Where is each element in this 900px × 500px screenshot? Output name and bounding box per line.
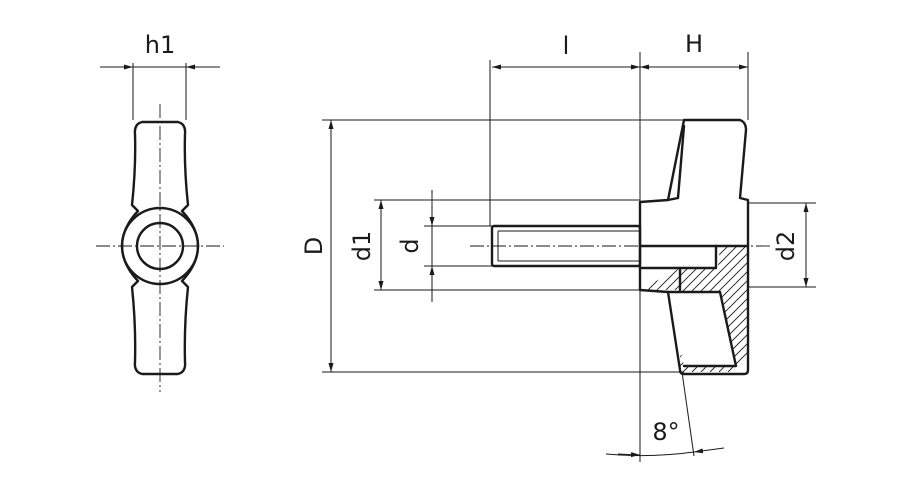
dim-label-D: D [300, 237, 328, 255]
dim-label-d1: d1 [348, 231, 376, 262]
knob-outline [638, 118, 750, 376]
dim-label-d: d [396, 238, 424, 253]
wing-inner-lower [668, 292, 736, 366]
dim-label-angle: 8° [652, 418, 679, 446]
dim-label-h1: h1 [145, 31, 175, 59]
wing-outline-side [120, 120, 200, 376]
front-view: l H D d1 d d2 8° [300, 30, 816, 462]
section-hatching [640, 246, 748, 372]
dim-label-d2: d2 [772, 231, 800, 262]
dim-label-l: l [563, 32, 570, 60]
dim-label-H: H [685, 30, 703, 58]
side-view: h1 [96, 31, 224, 392]
